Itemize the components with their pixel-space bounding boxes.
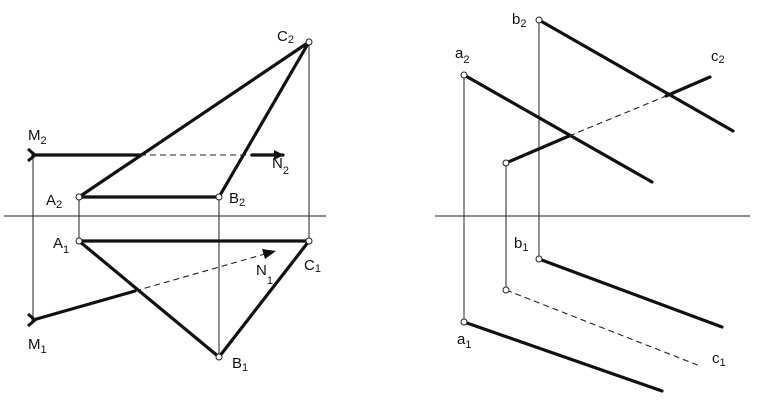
m2-tail-icon [27, 147, 38, 163]
n1-arrow-icon [262, 249, 276, 259]
line-c2-visible-start [504, 134, 571, 165]
m1-tail-icon [27, 312, 38, 328]
left-figure: M2 M1 N2 N1 A2 A1 B2 B1 C2 C1 [4, 28, 326, 374]
edge-a1-b1 [77, 239, 221, 359]
point-b2 [215, 193, 223, 201]
label-b1: b1 [514, 235, 528, 254]
point-b1 [215, 353, 223, 361]
label-a2: a2 [455, 45, 469, 66]
label-c1: c1 [712, 350, 726, 369]
line-m1-visible [31, 289, 137, 322]
line-m1-hidden [134, 251, 273, 292]
point-c2 [305, 38, 313, 46]
point-a1 [75, 237, 83, 245]
label-a1: A1 [53, 235, 69, 256]
label-m1: M1 [28, 336, 47, 356]
point-a2 [75, 193, 83, 201]
label-n1: N1 [256, 262, 273, 287]
point-a1 [460, 318, 468, 326]
point-b1 [535, 255, 543, 263]
line-b2 [537, 18, 735, 133]
right-figure: a2 b2 c2 b1 a1 c1 [435, 11, 750, 393]
line-c2-visible-end [664, 75, 712, 98]
label-a2: A2 [46, 192, 62, 211]
point-b2 [535, 16, 543, 24]
label-n2: N2 [272, 155, 289, 177]
label-a1: a1 [457, 331, 471, 351]
line-c1-hidden [505, 289, 701, 367]
point-c1 [502, 286, 510, 294]
edge-b2-c2 [217, 40, 311, 199]
label-c1: C1 [304, 257, 321, 275]
label-b1: B1 [232, 355, 248, 374]
point-c2 [502, 159, 510, 167]
edge-a2-c2 [77, 40, 311, 199]
edge-b1-c1 [217, 239, 311, 359]
label-b2: B2 [229, 190, 245, 209]
label-c2: c2 [711, 48, 725, 66]
line-a1 [462, 320, 664, 393]
line-a2 [462, 73, 654, 184]
label-b2: b2 [512, 11, 526, 30]
point-c1 [305, 237, 313, 245]
label-m2: M2 [28, 127, 47, 147]
line-c2-hidden [568, 95, 667, 137]
line-b1 [537, 257, 724, 329]
point-a2 [460, 71, 468, 79]
label-c2: C2 [277, 28, 294, 46]
